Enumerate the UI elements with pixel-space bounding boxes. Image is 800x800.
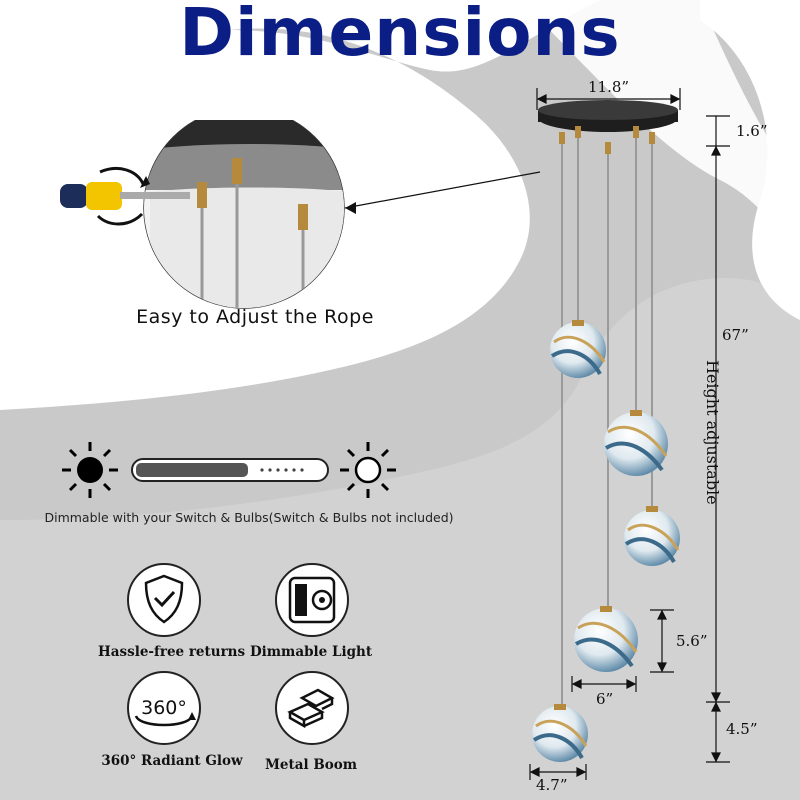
rope-adjust-detail: [143, 120, 541, 309]
globe-5: [532, 704, 588, 762]
dim-globe-small-height: 4.5”: [726, 720, 758, 738]
chandelier-product: [532, 100, 680, 762]
metal-bars-icon: [275, 671, 349, 745]
dim-height-note: Height adjustable: [703, 360, 722, 505]
dim-canopy-height: 1.6”: [736, 122, 768, 140]
globe-4: [574, 606, 638, 672]
dim-globe-small-width: 4.7”: [536, 776, 568, 794]
feature-label-boom: Metal Boom: [264, 757, 358, 773]
light-sun-icon: [340, 442, 396, 498]
globe-1: [550, 320, 606, 378]
dim-total-height: 67”: [722, 326, 749, 344]
screwdriver-icon: [60, 167, 190, 226]
dark-sun-icon: [62, 442, 118, 498]
shield-check-icon: [127, 563, 201, 637]
feature-label-dimmable: Dimmable Light: [249, 644, 373, 660]
feature-label-returns: Hassle-free returns: [98, 644, 246, 660]
dimmer-caption: Dimmable with your Switch & Bulbs(Switch…: [44, 510, 454, 525]
feature-label-glow: 360° Radiant Glow: [101, 753, 243, 769]
globe-3: [624, 506, 680, 566]
rotate-360-text: 360°: [141, 697, 187, 719]
dimmer-graphic: [62, 442, 396, 498]
page-title: Dimensions: [179, 0, 621, 71]
rotate-360-icon: 360°: [127, 671, 201, 745]
dim-globe-large-width: 6”: [596, 690, 614, 708]
dim-globe-large-height: 5.6”: [676, 632, 708, 650]
rope-caption: Easy to Adjust the Rope: [136, 306, 374, 328]
dim-canopy-width: 11.8”: [588, 78, 630, 96]
globe-2: [604, 410, 668, 476]
dimmer-switch-icon: [275, 563, 349, 637]
